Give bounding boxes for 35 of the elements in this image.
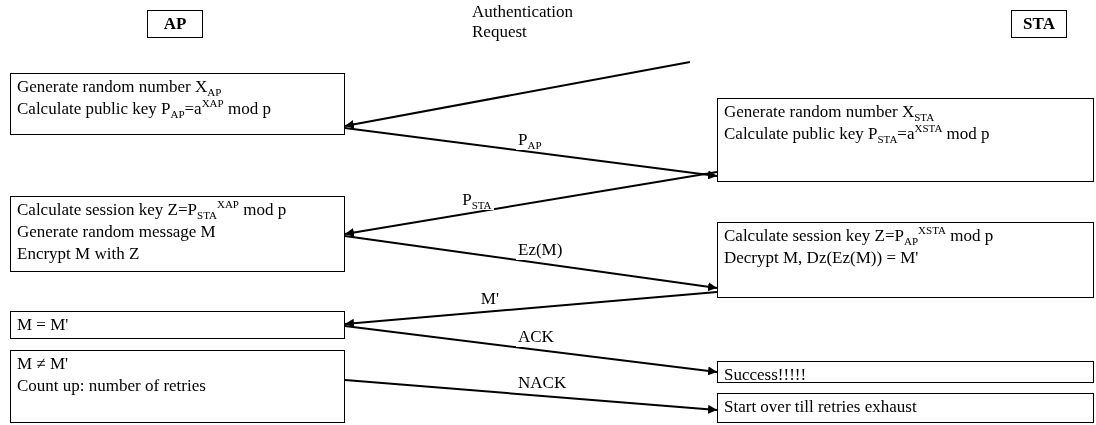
arrow — [344, 61, 691, 129]
step-box — [717, 393, 1094, 423]
arrow — [344, 171, 718, 237]
step-box — [717, 222, 1094, 298]
arrow — [344, 379, 718, 414]
role-title: AP — [162, 13, 188, 35]
step-text: Calculate public key P$_{AP}$=a$^{XAP}$ mod p — [17, 98, 272, 120]
step-text: Generate random number X$_{STA}$ — [724, 101, 936, 123]
step-text: Decrypt M, Dz(Ez(M)) = M' — [724, 247, 920, 269]
step-text: M ≠ M' — [17, 353, 70, 375]
step-text: Calculate session key Z=P$_{AP}$$^{XSTA}$ mod p — [724, 225, 995, 247]
step-box — [717, 361, 1094, 383]
step-text: Generate random number X$_{AP}$ — [17, 76, 223, 98]
step-text: Success!!!!! — [724, 364, 808, 386]
step-box — [10, 350, 345, 423]
edge-label: Authentication Request — [471, 2, 575, 42]
step-text: M = M' — [17, 314, 70, 336]
step-box — [717, 98, 1094, 182]
role-title: STA — [1022, 13, 1056, 35]
step-text: Encrypt M with Z — [17, 243, 141, 265]
role-header-box — [1011, 10, 1067, 38]
step-box — [10, 311, 345, 339]
role-header-box — [147, 10, 203, 38]
step-text: Count up: number of retries — [17, 375, 207, 397]
step-text: Start over till retries exhaust — [724, 396, 918, 418]
arrow — [344, 127, 718, 180]
edge-label: Ez(M) — [516, 240, 565, 260]
step-box — [10, 73, 345, 135]
step-text: Calculate session key Z=P$_{STA}$$^{XAP}$ mod p — [17, 199, 288, 221]
step-text: Calculate public key P$_{STA}$=a$^{XSTA}$ mod p — [724, 123, 991, 145]
arrow — [344, 325, 718, 376]
step-box — [10, 196, 345, 272]
arrow — [344, 235, 718, 292]
step-text: Generate random message M — [17, 221, 217, 243]
arrow — [344, 291, 718, 328]
